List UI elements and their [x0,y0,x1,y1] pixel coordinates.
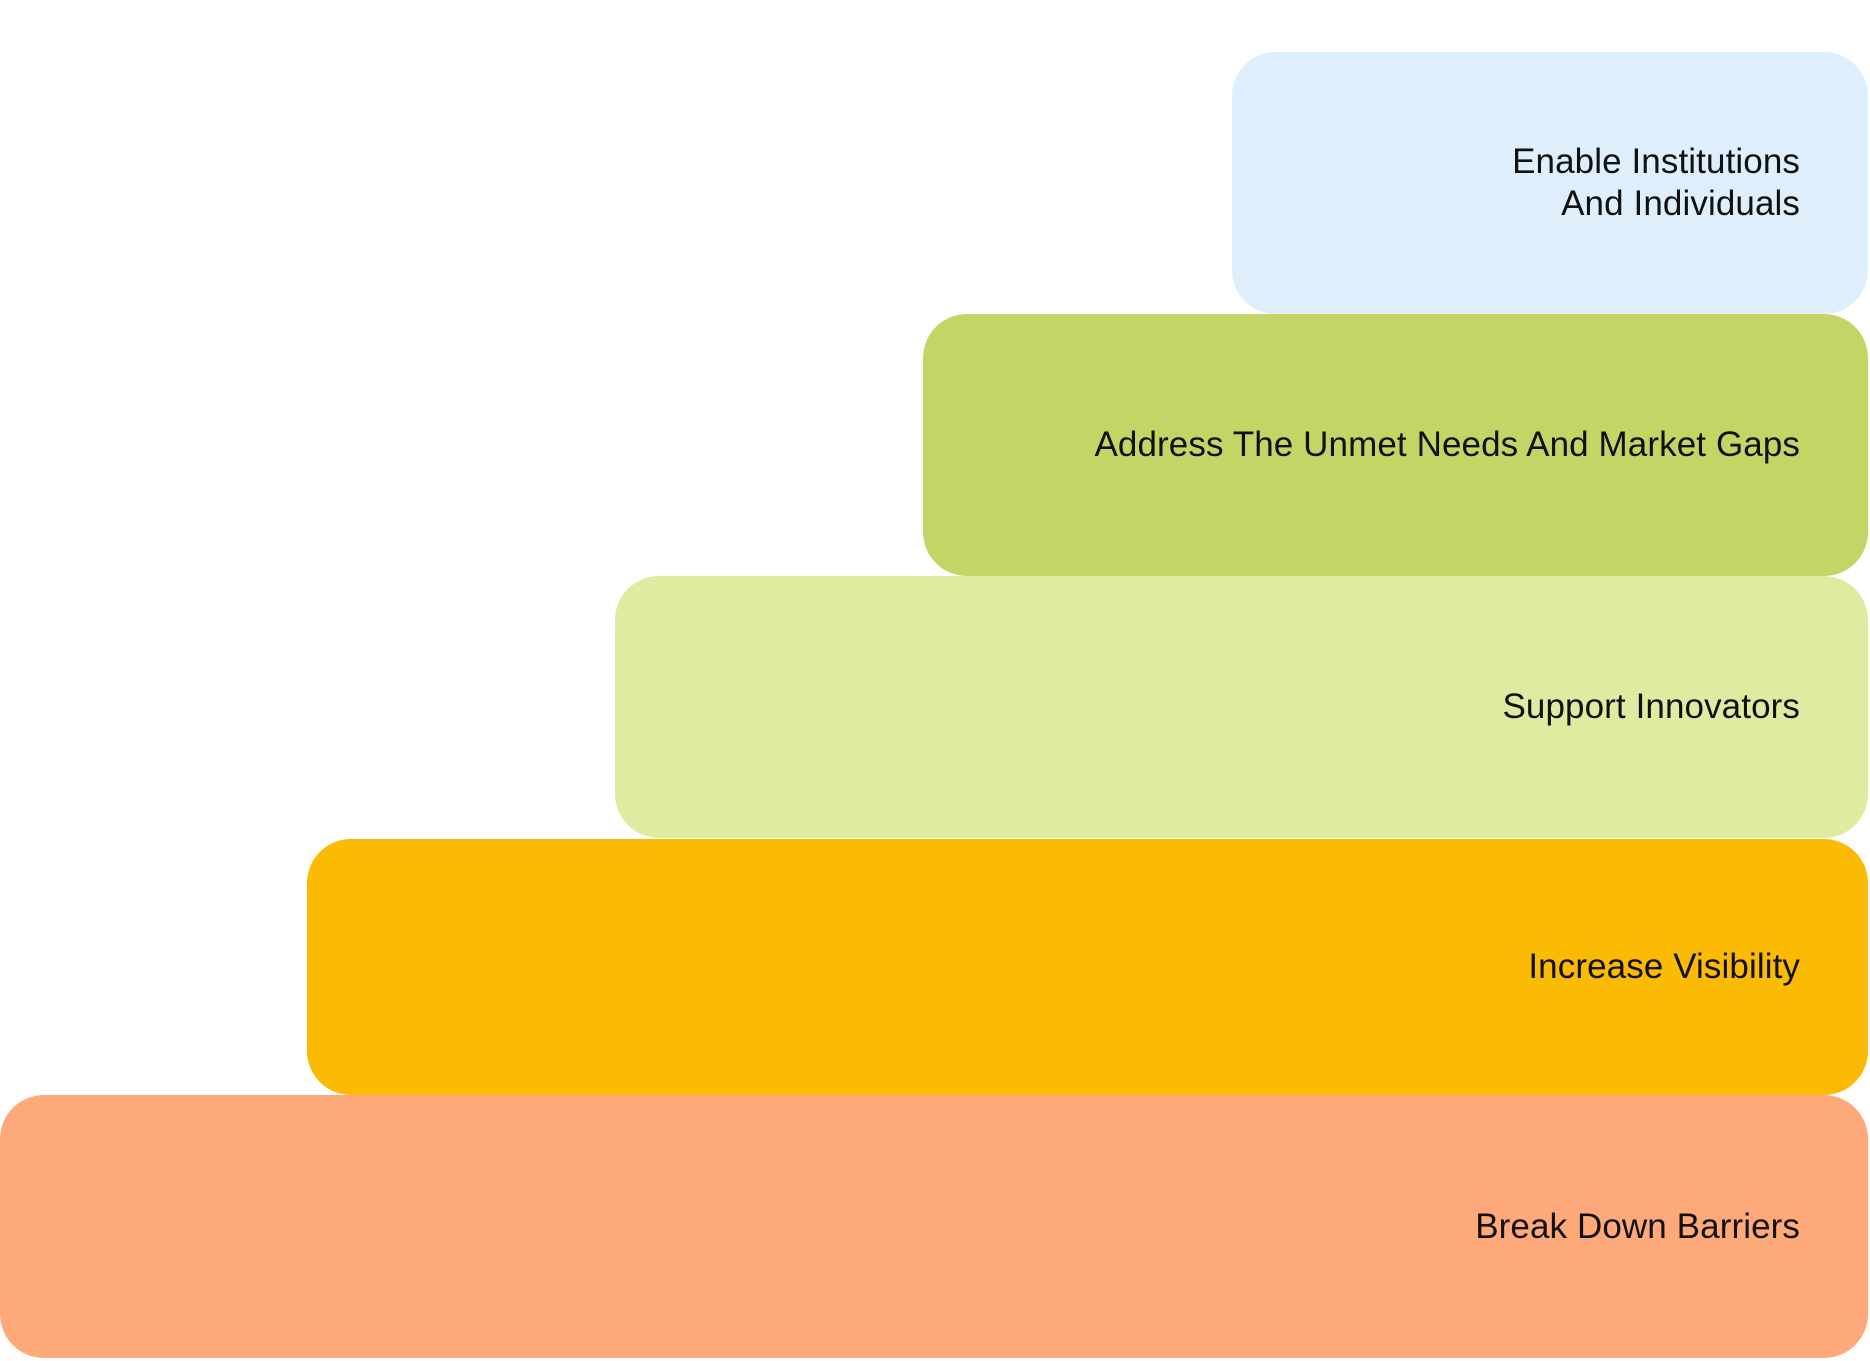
step-enable-institutions: Enable Institutions And Individuals [1232,52,1868,314]
step-increase-visibility: Increase Visibility [307,839,1868,1095]
step-label: Increase Visibility [1528,947,1800,986]
step-label: Enable Institutions And Individuals [1512,142,1800,223]
step-address-unmet-needs: Address The Unmet Needs And Market Gaps [923,314,1868,576]
step-break-down-barriers: Break Down Barriers [0,1095,1868,1358]
step-label: Support Innovators [1502,687,1800,726]
step-support-innovators: Support Innovators [615,576,1868,838]
step-label: Address The Unmet Needs And Market Gaps [1094,425,1800,464]
step-label: Break Down Barriers [1475,1206,1800,1246]
